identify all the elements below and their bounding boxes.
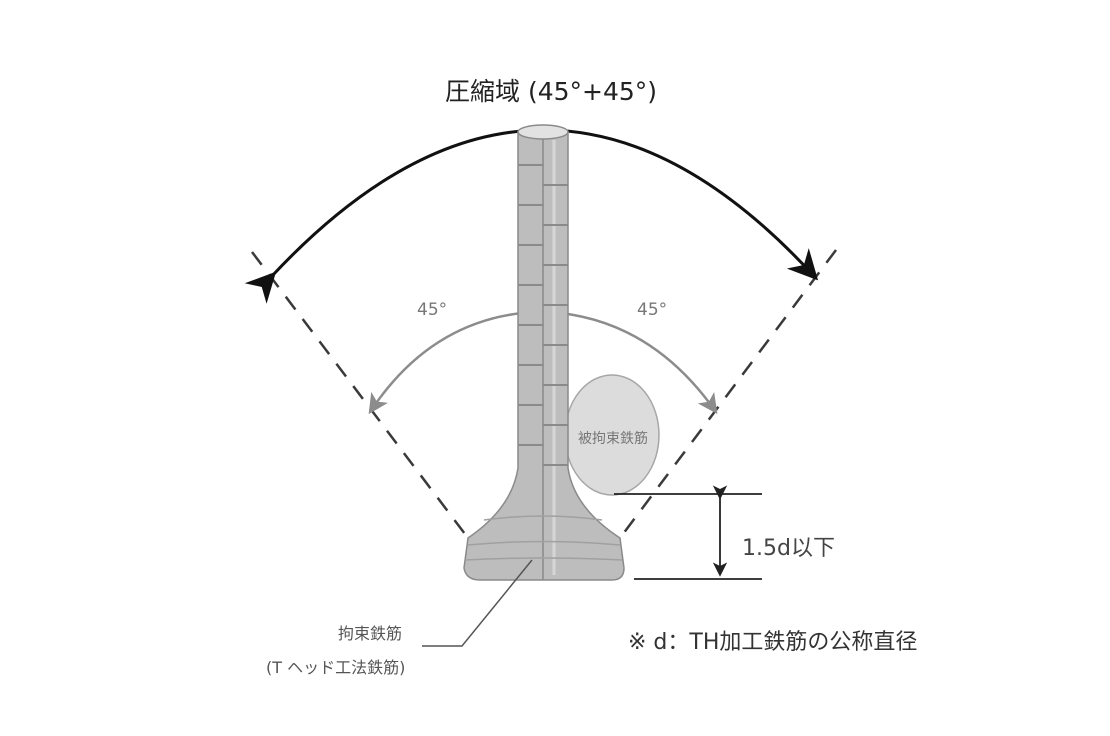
- rebar-top-cap: [517, 124, 569, 140]
- left-angle-label: 45°: [417, 300, 448, 320]
- left-45-degree-arc: [368, 300, 553, 415]
- right-45-degree-arc: [529, 300, 718, 415]
- restraint-leader-line: [422, 559, 533, 647]
- rebar-ribs-left: [518, 164, 543, 446]
- rebar-ribs-right: [543, 184, 568, 466]
- diameter-note: ※ d：TH加工鉄筋の公称直径: [628, 630, 918, 655]
- right-angle-label: 45°: [637, 300, 668, 320]
- rebar-head-bands: [464, 515, 623, 561]
- restraint-bar-label: 拘束鉄筋: [338, 624, 403, 643]
- restraint-bar-sublabel: (T ヘッド工法鉄筋): [266, 658, 406, 677]
- t-head-rebar: [463, 124, 625, 581]
- dimension-label: 1.5d以下: [742, 536, 835, 561]
- confined-bar-label: 被拘束鉄筋: [578, 431, 648, 447]
- compression-zone-label: 圧縮域 (45°+45°): [445, 77, 658, 106]
- left-boundary-dashed-line: [251, 251, 469, 539]
- rebar-flare-body: [463, 131, 625, 581]
